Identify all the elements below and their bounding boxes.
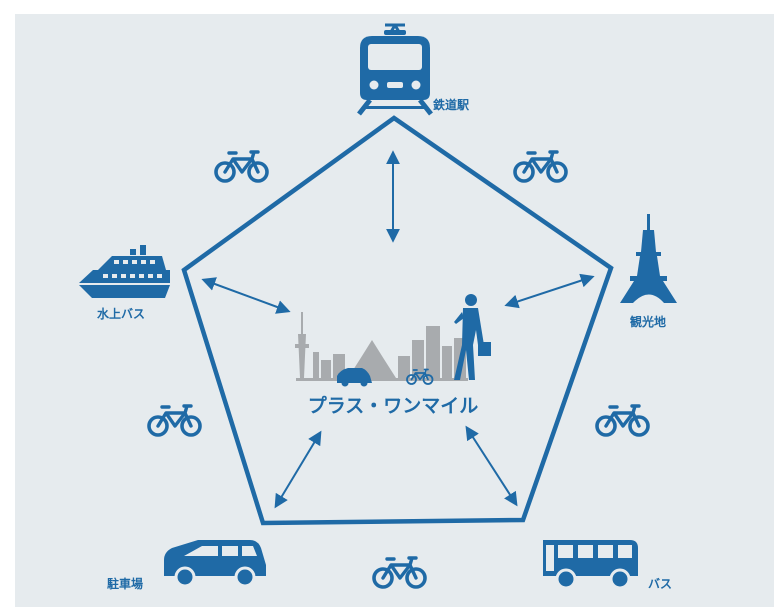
- bicycle-icon: [595, 404, 650, 437]
- car-icon: [337, 368, 372, 387]
- train-icon: [357, 23, 433, 116]
- city-skyline-icon: [295, 312, 468, 381]
- bus-icon: [543, 540, 638, 590]
- connection-arrows: [201, 150, 595, 509]
- bicycle-icon: [372, 556, 427, 589]
- diagram-background: [15, 14, 774, 607]
- label-bus: バス: [648, 577, 672, 591]
- pentagon-frame: [181, 115, 614, 526]
- ship-icon: [79, 245, 170, 298]
- walking-businessman-icon: [454, 294, 491, 380]
- arrow-bus: [465, 425, 518, 507]
- label-sightseeing: 観光地: [630, 314, 666, 329]
- tokyo-tower-icon: [620, 214, 677, 303]
- car-icon: [164, 540, 266, 588]
- label-parking: 駐車場: [107, 576, 143, 591]
- bicycle-icon: [513, 150, 568, 183]
- label-waterbus: 水上バス: [97, 306, 145, 321]
- bicycle-icon: [214, 150, 269, 183]
- arrow-parking: [274, 430, 322, 509]
- center-title: プラス・ワンマイル: [308, 394, 479, 417]
- arrow-sightseeing: [504, 273, 595, 309]
- bicycle-icon: [147, 404, 202, 437]
- label-station: 鉄道駅: [433, 97, 470, 112]
- arrow-waterbus: [201, 277, 291, 314]
